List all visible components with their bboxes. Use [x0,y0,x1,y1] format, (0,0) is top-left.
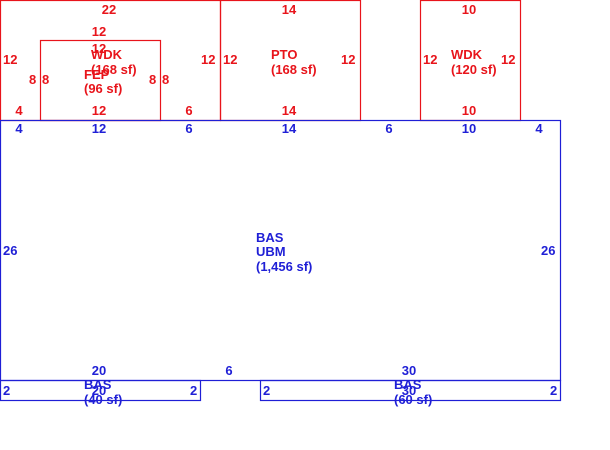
dim-low-right-bottom: 30 [402,383,416,398]
dim-fep-top-a: 12 [92,24,106,39]
dim-fep-right-outer: 8 [162,72,169,87]
dim-bas-top-g: 4 [535,121,543,136]
label-wdk-right-area: (120 sf) [451,62,497,77]
label-pto-area: (168 sf) [271,62,317,77]
dim-wdk-right-top: 10 [462,2,476,17]
dim-wdk-left-bottom-right: 6 [185,103,192,118]
dim-pto-right: 12 [341,52,355,67]
dim-fep-bottom: 12 [92,103,106,118]
dim-wdk-left-top: 22 [102,2,116,17]
dim-low-right-left: 2 [263,383,270,398]
dim-wdk-right-bottom: 10 [462,103,476,118]
dim-bas-top-b: 12 [92,121,106,136]
dim-bas-bottom-left: 20 [92,363,106,378]
dim-bas-top-f: 10 [462,121,476,136]
dim-wdk-right-left: 12 [423,52,437,67]
dim-wdk-left-right: 12 [201,52,215,67]
dim-bas-left: 26 [3,243,17,258]
dim-wdk-right-right: 12 [501,52,515,67]
dim-low-left-right: 2 [190,383,197,398]
dim-pto-top: 14 [282,2,297,17]
label-bas-low-left-code: BAS [84,377,112,392]
dim-wdk-left-left: 12 [3,52,17,67]
dim-bas-bottom-right: 30 [402,363,416,378]
dim-fep-left-outer: 8 [29,72,36,87]
dim-pto-bottom: 14 [282,103,297,118]
label-bas-low-right-code: BAS [394,377,422,392]
dim-wdk-left-bottom-left: 4 [15,103,23,118]
dim-bas-top-c: 6 [185,121,192,136]
dim-fep-top-b: 12 [92,41,106,56]
dim-pto-left: 12 [223,52,237,67]
dim-low-right-right: 2 [550,383,557,398]
bas-low-right-outline [259,379,562,402]
label-wdk-right-code: WDK [451,47,483,62]
label-bas-main-sub: UBM [256,244,286,259]
dim-low-left-bottom: 20 [92,383,106,398]
dim-fep-right-inner: 8 [149,72,156,87]
dim-bas-bottom-mid: 6 [225,363,232,378]
dim-bas-top-d: 14 [282,121,297,136]
bas-low-left-outline [0,379,202,402]
dim-bas-right: 26 [541,243,555,258]
label-bas-low-right-area: (60 sf) [394,392,432,407]
label-bas-main-area: (1,456 sf) [256,259,312,274]
dim-bas-top-e: 6 [385,121,392,136]
label-pto-code: PTO [271,47,298,62]
dim-bas-top-a: 4 [15,121,23,136]
label-bas-low-left-area: (40 sf) [84,392,122,407]
label-fep-code: FEP [84,67,110,82]
label-wdk-left-code: WDK [91,47,123,62]
label-wdk-left-area: (168 sf) [91,62,137,77]
label-bas-main-code: BAS [256,230,284,245]
label-fep-area: (96 sf) [84,81,122,96]
dim-fep-left-inner: 8 [42,72,49,87]
dim-low-left-left: 2 [3,383,10,398]
